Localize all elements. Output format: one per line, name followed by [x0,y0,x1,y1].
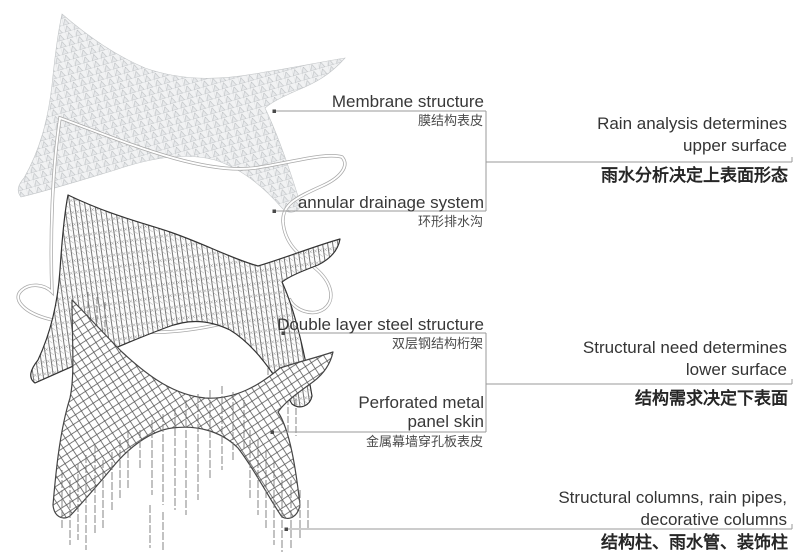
annular-drainage-ring-outline [16,115,347,335]
perforated-label-en: Perforated metal panel skin [358,393,484,431]
steel-label-en: Double layer steel structure [277,315,484,334]
rain-annotation-zh: 雨水分析决定上表面形态 [601,166,788,185]
columns-annotation-zh: 结构柱、雨水管、装饰柱 [601,533,788,552]
steel-structure-layer-illustration [30,194,341,408]
leader-lines [272,110,793,530]
perforated-label-zh: 金属幕墙穿孔板表皮 [365,434,483,449]
structural-annotation-zh: 结构需求决定下表面 [635,389,788,408]
structural-annotation-en: Structural need determines lower surface [582,338,787,379]
columns-annotation-en: Structural columns, rain pipes, decorati… [558,488,787,529]
columns-group [61,386,309,552]
annular-label-zh: 环形排水沟 [417,214,483,229]
steel-label-zh: 双层钢结构桁架 [391,336,483,351]
annular-label-en: annular drainage system [297,193,484,212]
membrane-label-zh: 膜结构表皮 [417,113,483,128]
membrane-layer-illustration [17,13,346,213]
leader-dots [270,109,288,531]
rain-annotation-en: Rain analysis determines upper surface [597,114,787,155]
membrane-label-en: Membrane structure [331,92,484,111]
